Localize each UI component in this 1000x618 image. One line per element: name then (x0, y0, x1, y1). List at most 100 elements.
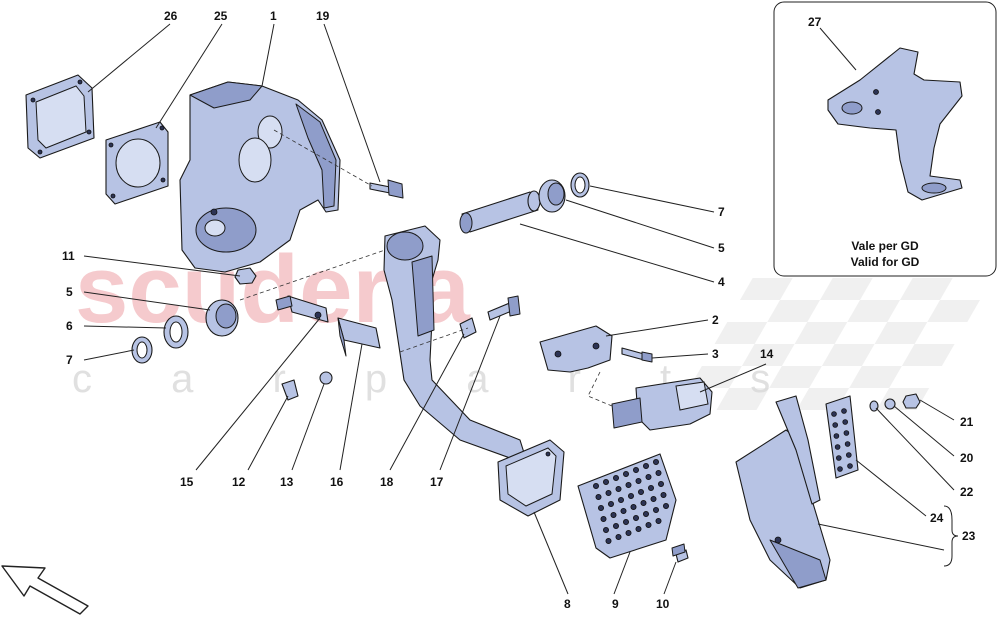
axis-line-19 (273, 129, 373, 187)
pad-hole (593, 482, 600, 489)
pad-hole (658, 480, 665, 487)
pad-hole (650, 495, 657, 502)
part-14-sensor (611, 377, 713, 431)
pad-hole (600, 516, 607, 523)
callout-2: 2 (712, 313, 719, 327)
part-8-brake-pad (497, 439, 565, 517)
callout-23: 23 (962, 529, 976, 543)
direction-arrow-icon (1, 565, 89, 615)
inset-frame (773, 1, 997, 277)
part-19-bolt (369, 179, 404, 199)
pad-hole (595, 493, 602, 500)
pad-hole (635, 477, 642, 484)
part-25-plate (105, 121, 169, 205)
pad-hole (843, 430, 850, 436)
callout-24: 24 (930, 511, 944, 525)
callout-3: 3 (712, 347, 719, 361)
part-20-nut (884, 398, 896, 410)
pad-hole (613, 523, 620, 530)
pad-hole (655, 469, 662, 476)
pad-hole (615, 485, 622, 492)
pad-hole (645, 473, 652, 480)
part-5-bushing-top (538, 179, 566, 213)
part-21-nut (902, 393, 921, 409)
pad-hole (842, 419, 848, 425)
callout-4: 4 (718, 275, 725, 289)
pad-hole (653, 506, 660, 513)
callout-7-right: 7 (718, 205, 725, 219)
pad-hole (643, 462, 650, 469)
part-9-pad-cover (577, 453, 677, 559)
pad-hole (645, 522, 652, 529)
pad-hole (640, 499, 647, 506)
part-5-bushing-left (205, 299, 239, 337)
callout-10: 10 (656, 597, 670, 611)
axis-line-14 (587, 371, 613, 407)
part-27-bracket-inset (827, 47, 963, 201)
callout-18: 18 (380, 475, 394, 489)
pad-hole (625, 481, 632, 488)
pad-hole (655, 518, 662, 525)
inset-note-it: Vale per GD (851, 239, 919, 253)
pad-hole (834, 444, 841, 450)
pad-hole (603, 478, 610, 485)
part-7-ring-left (131, 336, 153, 364)
callout-20: 20 (960, 451, 974, 465)
pad-hole (841, 408, 847, 414)
callout-15: 15 (180, 475, 194, 489)
watermark-checkerboard (689, 277, 980, 411)
pad-hole (610, 512, 617, 519)
callout-8: 8 (564, 597, 571, 611)
callout-17: 17 (430, 475, 444, 489)
accel-pad-holes (831, 408, 853, 472)
pad-hole (598, 504, 605, 511)
callout-11: 11 (62, 249, 75, 263)
pad-hole (845, 452, 852, 458)
callout-27: 27 (808, 15, 822, 29)
pad-hole (653, 458, 660, 465)
callout-9: 9 (612, 597, 619, 611)
callout-13: 13 (280, 475, 294, 489)
pad-hole (635, 526, 642, 533)
part-6-washer (163, 315, 189, 349)
pad-hole (832, 422, 838, 428)
pad-hole (628, 492, 635, 499)
pad-hole (603, 527, 610, 534)
callout-26: 26 (164, 9, 178, 23)
pad-hole (633, 515, 640, 522)
callout-14: 14 (760, 347, 774, 361)
inset-note-en: Valid for GD (851, 255, 920, 269)
part-7-ring-top (570, 172, 590, 198)
pad-hole (625, 530, 632, 537)
callout-12: 12 (232, 475, 246, 489)
part-12-clip-nut (281, 379, 299, 401)
callout-6: 6 (66, 319, 73, 333)
pad-hole (837, 466, 843, 472)
pad-hole (605, 538, 612, 545)
part-24-accel-pad (825, 395, 859, 479)
part-1-pedal-box (179, 81, 341, 273)
part-4-tube (459, 190, 541, 234)
axis-line-18 (399, 327, 469, 353)
pad-hole (648, 484, 655, 491)
pad-hole (630, 503, 637, 510)
leader-lines (83, 23, 959, 595)
pad-hole (608, 500, 615, 507)
part-3-screw (621, 347, 653, 363)
part-2-bracket (539, 325, 613, 373)
callout-5-right: 5 (718, 241, 725, 255)
pad-hole (605, 489, 612, 496)
pad-hole (638, 488, 645, 495)
pad-hole (620, 507, 627, 514)
callout-19: 19 (316, 9, 330, 23)
pad-hole (633, 466, 640, 473)
pad-hole (623, 519, 630, 526)
pad-hole (663, 502, 670, 509)
pad-hole (623, 470, 630, 477)
part-17-pin (487, 295, 521, 321)
pad-hole (833, 433, 840, 439)
part-15-bracket (275, 295, 329, 323)
pad-hole (615, 534, 622, 541)
callout-7-left: 7 (66, 353, 73, 367)
